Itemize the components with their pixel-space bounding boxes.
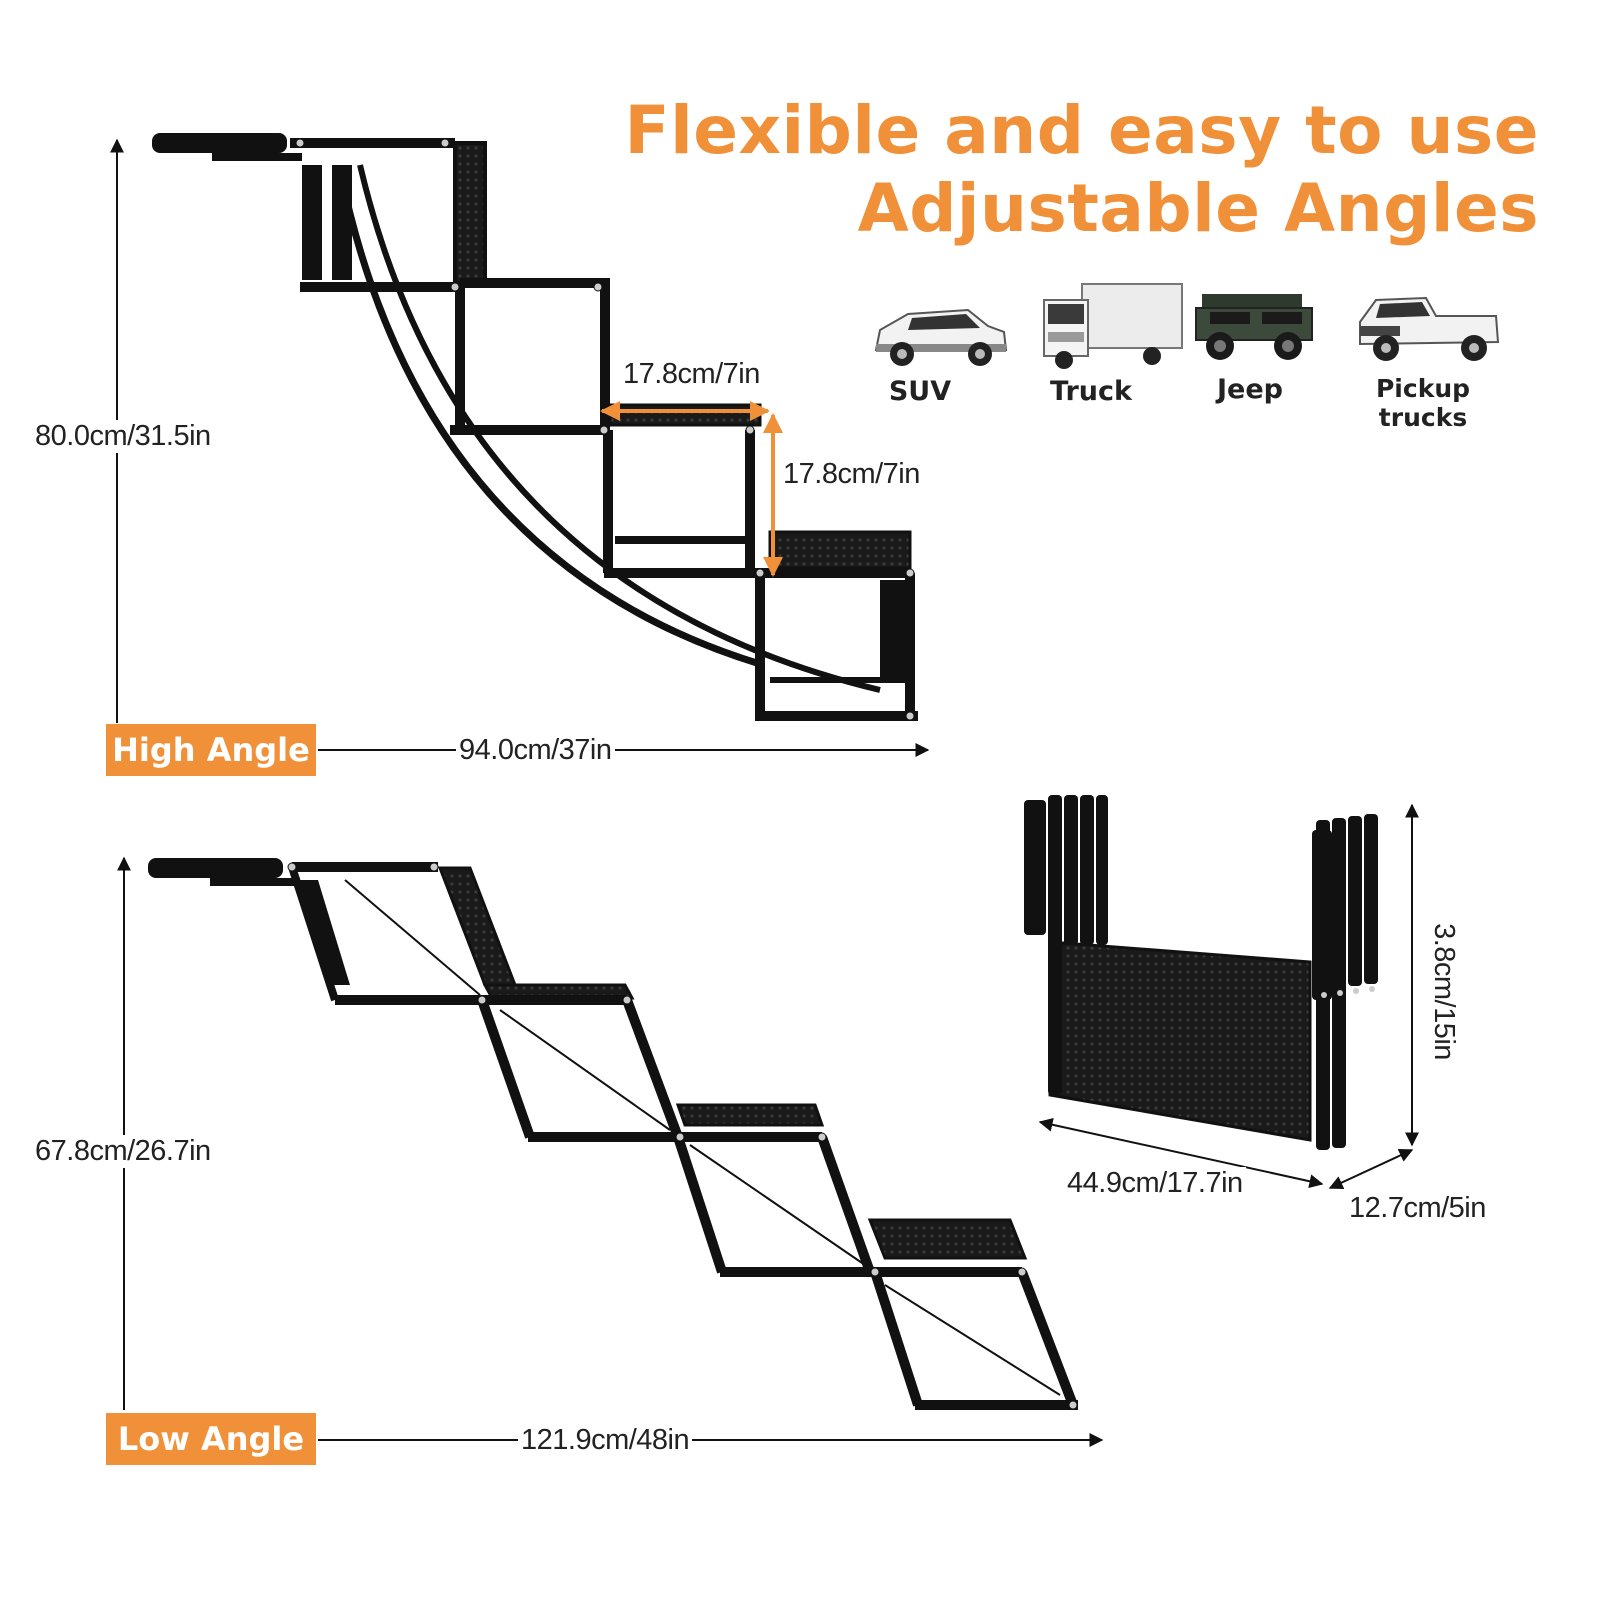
vehicle-label-truck: Truck [1050,376,1132,407]
step-depth-label: 17.8cm/7in [620,358,763,391]
step-rise-label: 17.8cm/7in [780,458,923,491]
vehicle-label-suv: SUV [888,376,952,407]
high-angle-length-label: 94.0cm/37in [456,734,615,767]
box-truck-icon [1043,283,1183,369]
low-angle-height-label: 67.8cm/26.7in [32,1135,214,1168]
headline-line-1: Flexible and easy to use [624,92,1539,169]
folded-stairs [1024,795,1378,1150]
high-angle-badge: High Angle [106,724,316,776]
vehicle-label-pickup: Pickup trucks [1375,374,1471,432]
vehicle-label-jeep: Jeep [1217,374,1283,405]
pickup-truck-icon [1359,296,1500,361]
folded-width-label: 44.9cm/17.7in [1064,1167,1246,1200]
jeep-icon [1195,294,1313,360]
folded-height-label: 3.8cm/15in [1426,920,1460,1063]
folded-depth-line [1328,1148,1414,1190]
folded-depth-label: 12.7cm/5in [1346,1192,1489,1225]
low-angle-badge: Low Angle [106,1413,316,1465]
high-angle-stairs [152,133,918,721]
suv-icon [874,308,1008,366]
low-angle-length-label: 121.9cm/48in [518,1424,693,1457]
headline-line-2: Adjustable Angles [857,170,1539,247]
folded-width-line [1038,1117,1324,1189]
low-angle-stairs [148,858,1078,1410]
high-angle-height-label: 80.0cm/31.5in [32,420,214,453]
